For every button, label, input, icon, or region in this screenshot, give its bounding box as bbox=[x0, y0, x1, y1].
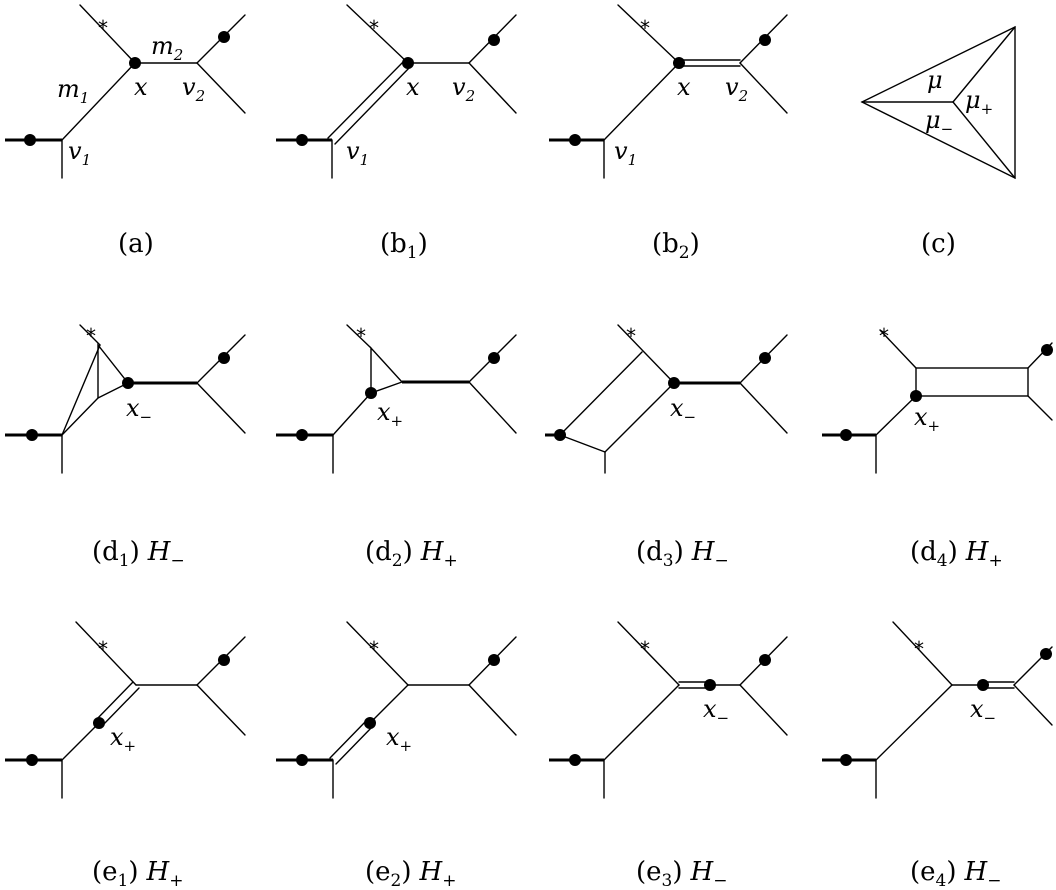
label-m2: m2 bbox=[151, 32, 183, 64]
diagram-a: * m1 m2 x v2 v1 bbox=[5, 4, 246, 179]
caption-e4: (e4)H− bbox=[910, 857, 1001, 890]
star-marker: * bbox=[86, 324, 96, 348]
label-x-minus: x− bbox=[126, 394, 152, 426]
label-v2: v2 bbox=[725, 73, 748, 105]
diagram-d3: * x− bbox=[545, 324, 788, 474]
star-marker: * bbox=[626, 324, 636, 348]
star-marker: * bbox=[369, 637, 379, 661]
caption-d3: (d3)H− bbox=[636, 537, 729, 571]
caption-d1: (d1)H− bbox=[92, 537, 185, 571]
diagram-b1: * x v2 v1 bbox=[276, 4, 517, 179]
label-x-minus: x− bbox=[970, 695, 996, 727]
diagram-b2: * x v2 v1 bbox=[549, 4, 788, 179]
label-v1: v1 bbox=[614, 137, 637, 169]
star-marker: * bbox=[356, 324, 366, 348]
caption-a: (a) bbox=[118, 229, 154, 259]
diagram-d2: * x+ bbox=[276, 324, 517, 474]
star-marker: * bbox=[640, 637, 650, 661]
diagram-e3: * x− bbox=[549, 621, 788, 799]
label-x: x bbox=[406, 73, 420, 101]
diagram-e1: * x+ bbox=[5, 621, 246, 799]
caption-e3: (e3)H− bbox=[636, 857, 727, 890]
label-x-minus: x− bbox=[703, 695, 729, 727]
label-v1: v1 bbox=[68, 137, 91, 169]
diagram-e4: * x− bbox=[822, 621, 1053, 799]
label-mu-minus: μ− bbox=[925, 106, 953, 138]
caption-e1: (e1)H+ bbox=[92, 857, 183, 890]
caption-b2: (b2) bbox=[652, 229, 700, 263]
caption-c: (c) bbox=[921, 229, 956, 259]
label-x-plus: x+ bbox=[386, 723, 412, 755]
caption-e2: (e2)H+ bbox=[365, 857, 456, 890]
diagram-e2: * x+ bbox=[276, 621, 517, 799]
label-x-minus: x− bbox=[670, 394, 696, 426]
label-mu-plus: μ+ bbox=[965, 86, 993, 118]
star-marker: * bbox=[98, 637, 108, 661]
diagram-c: μ μ− μ+ bbox=[860, 25, 1016, 180]
caption-d2: (d2)H+ bbox=[365, 537, 458, 571]
caption-d4: (d4)H+ bbox=[910, 537, 1003, 571]
diagram-d4: * x+ bbox=[822, 324, 1053, 474]
star-marker: * bbox=[914, 637, 924, 661]
star-marker: * bbox=[879, 324, 889, 348]
label-m1: m1 bbox=[57, 75, 89, 107]
star-marker: * bbox=[640, 16, 650, 40]
diagram-d1: * x− bbox=[5, 324, 246, 474]
label-x-plus: x+ bbox=[377, 398, 403, 430]
label-v2: v2 bbox=[452, 73, 475, 105]
label-v2: v2 bbox=[182, 73, 205, 105]
star-marker: * bbox=[98, 16, 108, 40]
label-x-plus: x+ bbox=[914, 403, 940, 435]
star-marker: * bbox=[369, 16, 379, 40]
label-mu: μ bbox=[927, 66, 943, 94]
caption-b1: (b1) bbox=[380, 229, 428, 263]
label-v1: v1 bbox=[346, 137, 369, 169]
label-x: x bbox=[677, 73, 691, 101]
label-x: x bbox=[134, 73, 148, 101]
label-x-plus: x+ bbox=[110, 723, 136, 755]
